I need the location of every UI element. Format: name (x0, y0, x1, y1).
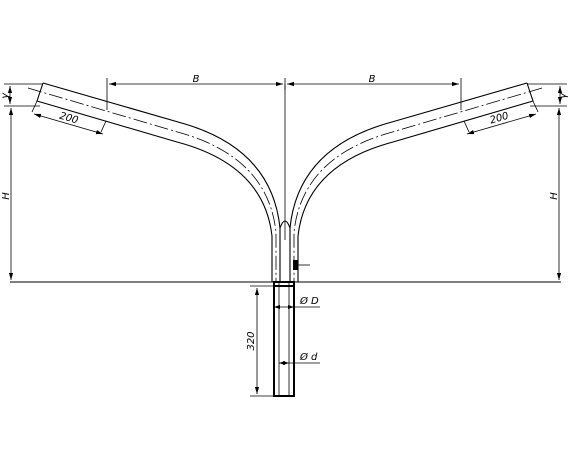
dim-b-left-label: B (193, 74, 200, 85)
dim-200-right-line (466, 113, 537, 135)
left-arm-end-cap (36, 82, 44, 102)
bolt-fitting (293, 260, 298, 270)
arm-junction (279, 220, 291, 229)
dim-200-right-ext (532, 100, 539, 113)
right-arm-centerline (293, 87, 543, 282)
dim-outer-d-arrow-l (274, 305, 280, 309)
dim-gamma-left-label: γ (0, 92, 11, 99)
dim-200-left-label: 200 (58, 111, 79, 127)
dim-200-left-line (33, 113, 104, 135)
right-arm-end-cap (526, 82, 534, 102)
left-arm-centerline (27, 87, 277, 282)
dim-b-right-label: B (369, 74, 376, 85)
dim-inner-d-label: Ø d (299, 351, 318, 363)
right-arm-outer (289, 82, 528, 282)
dim-outer-d-arrow-r (288, 305, 294, 309)
dim-200-left-ext (31, 100, 38, 113)
left-arm-inner (36, 100, 273, 282)
dim-h-left-label: H (1, 192, 12, 200)
dim-320-label: 320 (246, 331, 257, 350)
dim-200-left-ext2 (100, 120, 107, 133)
dim-gamma-right-label: γ (558, 92, 569, 99)
right-arm-inner (297, 100, 534, 282)
pole-outer (273, 281, 295, 397)
left-arm-outer (42, 82, 281, 282)
dim-200-right-label: 200 (489, 111, 510, 127)
dim-inner-d-arrow-r (283, 361, 289, 365)
dim-200-right-ext2 (463, 120, 470, 133)
dim-outer-d-label: Ø D (299, 295, 319, 307)
dim-h-right-label: H (549, 192, 560, 200)
